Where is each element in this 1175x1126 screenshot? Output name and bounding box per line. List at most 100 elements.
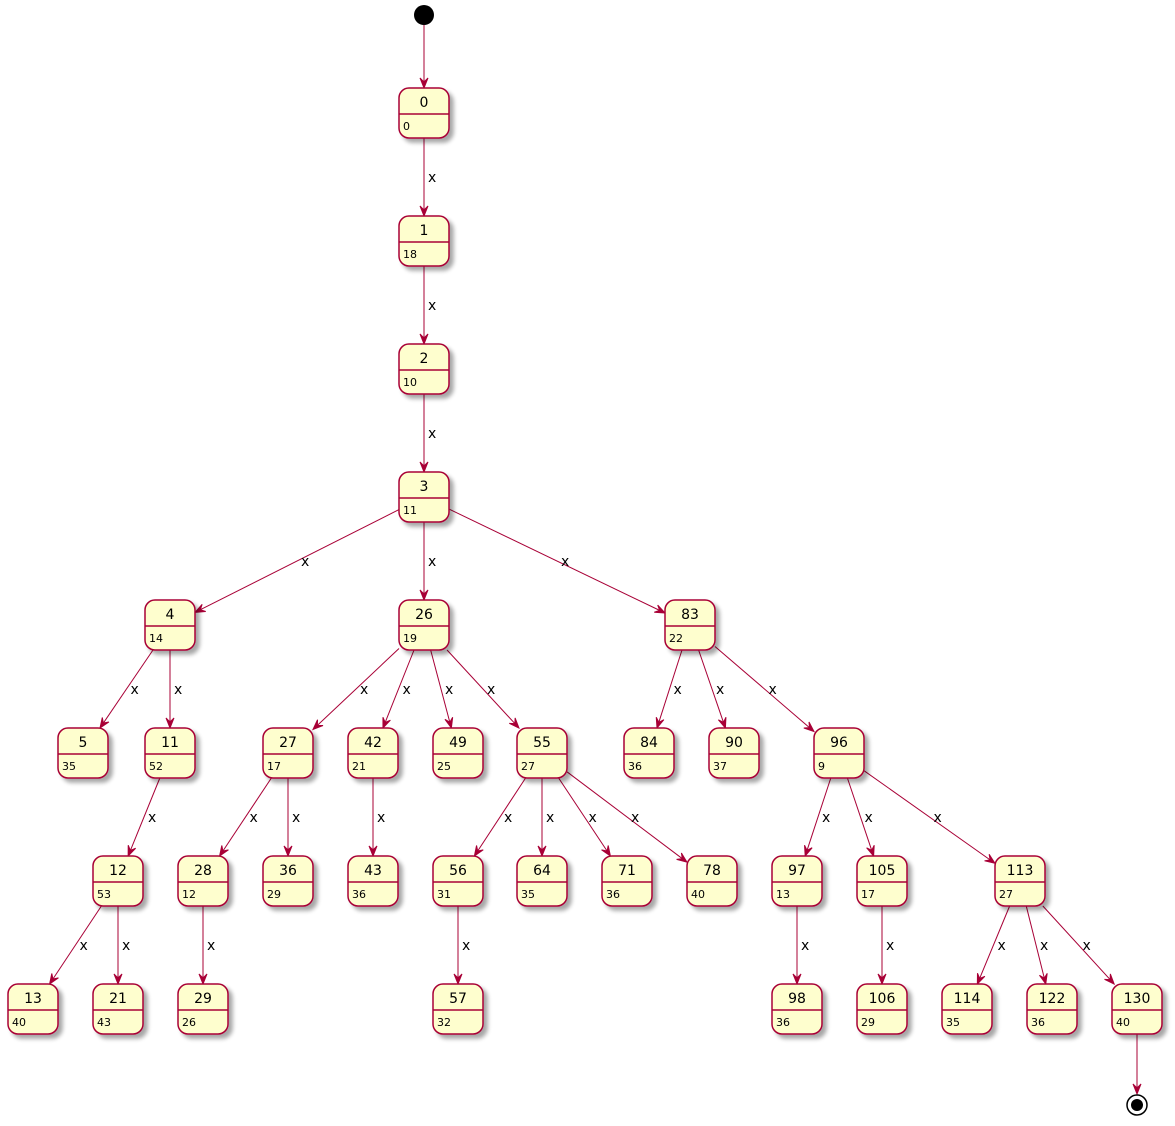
state-name: 90 (725, 735, 743, 751)
state-0: 00 (398, 87, 450, 139)
transition-line (102, 649, 154, 724)
transition-label: x (487, 682, 495, 698)
state-description: 17 (861, 888, 875, 901)
transition-line (1042, 905, 1111, 980)
arrowhead (113, 973, 123, 986)
state-96: 969 (813, 727, 865, 779)
state-box (1026, 983, 1078, 1035)
state-box (57, 727, 109, 779)
state-box (516, 727, 568, 779)
state-box (262, 855, 314, 907)
state-name: 26 (415, 607, 433, 623)
arrowhead (48, 973, 59, 986)
arrowhead (509, 717, 520, 729)
state-description: 37 (713, 760, 727, 773)
transition-12-21: x (113, 906, 130, 986)
arrowhead (99, 717, 110, 730)
transition-line (698, 649, 724, 723)
transition-label: x (801, 938, 809, 954)
transition-55-56: x (473, 777, 527, 858)
arrowhead (419, 205, 429, 218)
arrowhead (473, 845, 484, 858)
state-name: 114 (954, 991, 981, 1007)
transition-83-84: x (655, 649, 683, 730)
state-box (398, 343, 450, 395)
state-name: 27 (279, 735, 297, 751)
transition-55-78: x (566, 771, 689, 863)
transition-55-64: x (537, 778, 554, 858)
state-description: 11 (403, 504, 417, 517)
state-name: 106 (869, 991, 896, 1007)
arrowhead (283, 845, 293, 858)
state-box (432, 983, 484, 1035)
state-description: 35 (946, 1016, 960, 1029)
arrowhead (382, 717, 391, 730)
transition-line (558, 777, 608, 852)
transition-label: x (250, 810, 258, 826)
arrowhead (444, 717, 454, 730)
state-name: 83 (681, 607, 699, 623)
state-name: 98 (788, 991, 806, 1007)
state-description: 21 (352, 760, 366, 773)
state-description: 29 (267, 888, 281, 901)
state-name: 13 (24, 991, 42, 1007)
state-name: 4 (166, 607, 175, 623)
transition-113-114: x (976, 905, 1011, 986)
transition-label: x (445, 682, 453, 698)
state-4: 414 (144, 599, 196, 651)
state-box (144, 599, 196, 651)
transition-label: x (504, 810, 512, 826)
state-box (664, 599, 716, 651)
transition-label: x (716, 682, 724, 698)
state-name: 97 (788, 863, 806, 879)
transition-line (477, 777, 527, 852)
arrowhead (198, 973, 208, 986)
state-description: 22 (669, 632, 683, 645)
state-description: 52 (149, 760, 163, 773)
state-name: 57 (449, 991, 467, 1007)
state-name: 113 (1007, 863, 1034, 879)
state-box (623, 727, 675, 779)
state-box (813, 727, 865, 779)
state-description: 27 (521, 760, 535, 773)
state-description: 53 (97, 888, 111, 901)
state-description: 26 (182, 1016, 196, 1029)
transition-label: x (998, 938, 1006, 954)
start-marker (414, 5, 434, 25)
transition-label: x (546, 810, 554, 826)
transition-2-3: x (419, 394, 436, 474)
state-name: 64 (533, 863, 551, 879)
transition-label: x (207, 938, 215, 954)
state-description: 32 (437, 1016, 451, 1029)
transition-label: x (934, 810, 942, 826)
state-description: 40 (12, 1016, 26, 1029)
transition-line (846, 777, 873, 851)
state-name: 96 (830, 735, 848, 751)
arrowhead (419, 77, 429, 90)
transition-56-57: x (453, 906, 470, 986)
state-90: 90 37 (708, 727, 760, 779)
state-57: 57 32 (432, 983, 484, 1035)
state-box (262, 727, 314, 779)
transition-11-12: x (127, 777, 161, 858)
transition-3-26: x (419, 522, 436, 602)
transition-label: x (865, 810, 873, 826)
transition-1-2: x (419, 266, 436, 346)
state-description: 18 (403, 248, 417, 261)
transition-label: x (589, 810, 597, 826)
transition-line (658, 649, 683, 723)
arrowhead (1039, 973, 1048, 986)
